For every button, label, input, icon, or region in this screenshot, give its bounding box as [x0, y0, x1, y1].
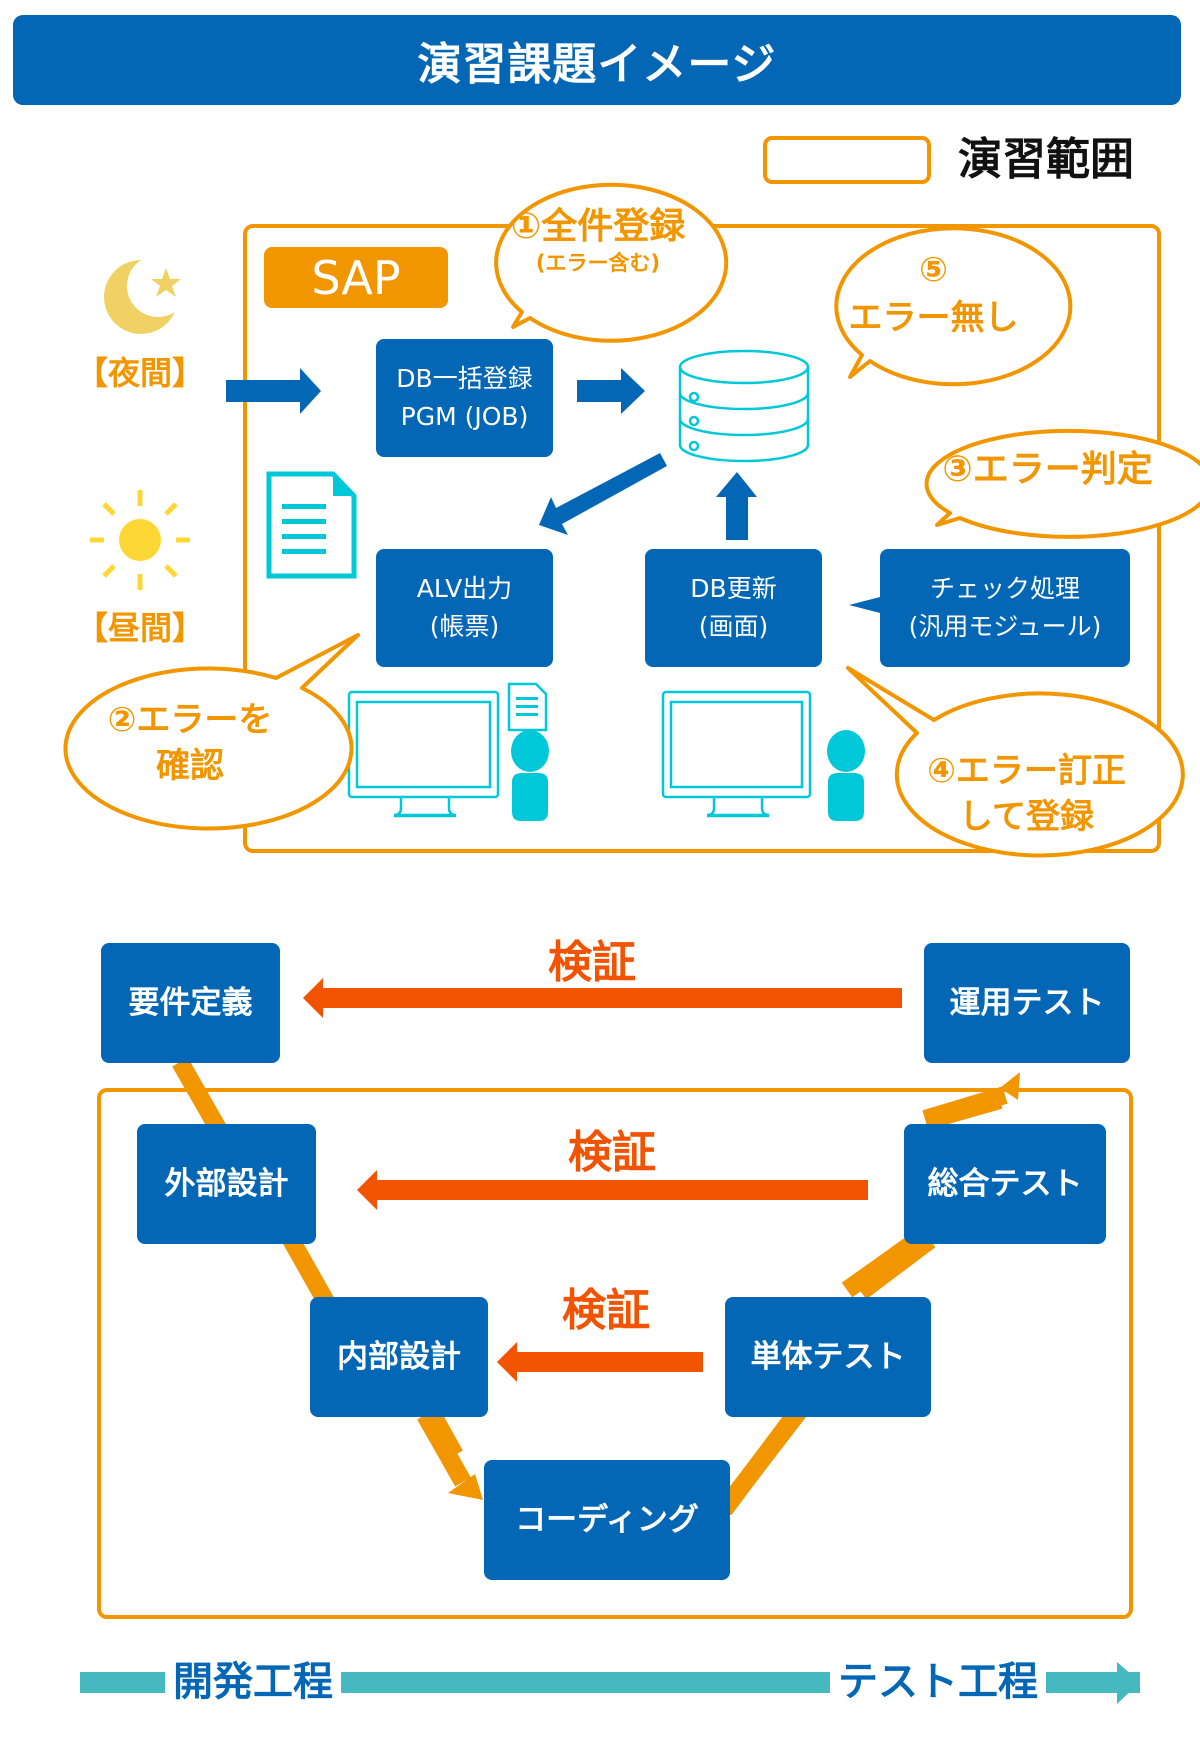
bubble-5 — [834, 226, 1073, 387]
exercise-scope-frame — [97, 1088, 1133, 1619]
db-update-box: DB更新 (画面) — [645, 549, 822, 667]
check-to-dbupdate-pointer — [849, 597, 880, 613]
vmodel-coding-box: コーディング — [484, 1460, 730, 1580]
sap-label: SAP — [264, 247, 448, 308]
dbupdate-to-db-arrow — [716, 472, 757, 540]
timeline-arrowhead — [1117, 1662, 1140, 1704]
vmodel-unit-test-box: 単体テスト — [725, 1297, 931, 1417]
batch-register-line1: DB一括登録 — [396, 364, 533, 393]
alv-output-line1: ALV出力 — [416, 574, 513, 603]
alv-output-box: ALV出力 (帳票) — [376, 549, 553, 667]
bubble-2-text: ②エラーを 確認 — [47, 697, 333, 789]
batch-to-db-arrow — [577, 368, 645, 414]
legend-swatch — [763, 136, 931, 184]
dev-phase-label: 開発工程 — [165, 1658, 341, 1706]
bubble-3 — [924, 428, 1200, 539]
verify-label: 検証 — [568, 1127, 656, 1178]
bubble-5-text: ⑤ エラー無し — [817, 246, 1050, 342]
verify-arrow — [497, 1342, 703, 1382]
bubble-2-line2: 確認 — [156, 746, 224, 786]
bubble-4-line1: ④エラー訂正 — [927, 751, 1126, 791]
vmodel-operation-test-box: 運用テスト — [924, 943, 1130, 1063]
bubble-3-line1: ③エラー判定 — [942, 449, 1153, 490]
document-icon — [266, 471, 357, 579]
person-icon — [827, 730, 865, 821]
database-icon — [678, 349, 810, 463]
person-icon — [511, 730, 549, 821]
alv-output-line2: (帳票) — [429, 612, 500, 641]
verify-label: 検証 — [548, 937, 636, 988]
test-phase-label: テスト工程 — [830, 1658, 1046, 1706]
small-document-icon — [507, 682, 548, 732]
bubble-1-text: ①全件登録 (エラー含む) — [483, 205, 713, 277]
verify-arrow — [357, 1170, 868, 1210]
db-to-alv-arrow — [539, 453, 667, 535]
vmodel-integration-test-box: 総合テスト — [904, 1124, 1106, 1244]
batch-register-line2: PGM (JOB) — [400, 402, 529, 431]
v-arrowhead-up — [1000, 1072, 1020, 1100]
bubble-1-line2: (エラー含む) — [535, 251, 661, 275]
bubble-5-line1: ⑤ — [919, 250, 948, 290]
batch-register-box: DB一括登録 PGM (JOB) — [376, 339, 553, 457]
monitor-icon — [661, 690, 812, 818]
bubble-1-line1: ①全件登録 — [510, 206, 686, 247]
vmodel-requirements-box: 要件定義 — [101, 943, 280, 1063]
day-label: 【昼間】 — [75, 609, 204, 647]
moon-icon — [104, 255, 189, 334]
bubble-2-line1: ②エラーを — [107, 700, 273, 740]
vmodel-internal-design-box: 内部設計 — [310, 1297, 488, 1417]
bubble-2 — [63, 633, 360, 831]
sun-icon — [90, 490, 190, 590]
verify-arrow — [303, 978, 902, 1018]
vmodel-external-design-box: 外部設計 — [137, 1124, 316, 1244]
check-process-line1: チェック処理 — [929, 574, 1080, 603]
night-to-batch-arrow — [226, 368, 321, 414]
db-update-line2: (画面) — [698, 612, 769, 641]
bubble-4 — [846, 666, 1185, 858]
verify-label: 検証 — [562, 1285, 650, 1336]
check-process-box: チェック処理 (汎用モジュール) — [880, 549, 1130, 667]
v-arrowhead-down — [448, 1474, 483, 1500]
bubble-4-line2: して登録 — [959, 797, 1094, 837]
page-title: 演習課題イメージ — [13, 15, 1181, 105]
legend-label: 演習範囲 — [958, 134, 1134, 185]
bubble-4-text: ④エラー訂正 して登録 — [883, 748, 1170, 840]
check-process-line2: (汎用モジュール) — [908, 612, 1102, 641]
bubble-3-text: ③エラー判定 — [905, 446, 1190, 494]
db-update-line1: DB更新 — [690, 574, 777, 603]
bubble-5-line2: エラー無し — [848, 298, 1019, 338]
bubble-1 — [494, 182, 729, 343]
night-label: 【夜間】 — [75, 354, 204, 392]
